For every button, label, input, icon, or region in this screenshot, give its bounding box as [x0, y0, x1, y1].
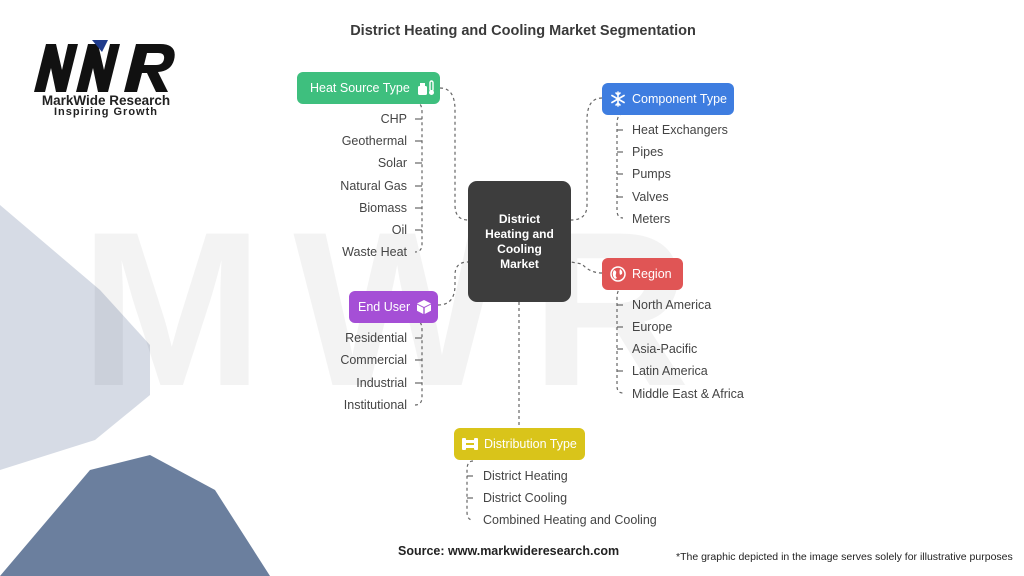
brand-name: MarkWide Research [41, 93, 171, 108]
heat-source-item-chp: CHP [380, 112, 407, 126]
center-line-3: Cooling [497, 241, 542, 256]
component-item-pumps: Pumps [632, 167, 671, 181]
category-component: Component Type [602, 83, 734, 115]
heat-source-item-biomass: Biomass [359, 201, 407, 215]
distribution-item-district-heating: District Heating [483, 469, 568, 483]
category-region: Region [602, 258, 683, 290]
connector-heat-source [439, 87, 469, 221]
region-item-asia-pacific: Asia-Pacific [632, 342, 698, 356]
bracket-region [616, 287, 624, 394]
distribution-item-district-cooling: District Cooling [483, 491, 568, 505]
disclaimer-note: *The graphic depicted in the image serve… [676, 551, 1013, 563]
brand-tagline: Inspiring Growth [54, 106, 158, 118]
connector-region [570, 261, 603, 274]
center-line-1: District [498, 211, 541, 226]
component-item-meters: Meters [632, 212, 671, 226]
source-note: Source: www.markwideresearch.com [398, 544, 620, 558]
heat-source-item-natural-gas: Natural Gas [340, 179, 407, 193]
background-shape-dark [0, 455, 270, 576]
connector-component [570, 97, 603, 221]
category-heat-source: Heat Source Type [297, 72, 440, 104]
center-line-4: Market [500, 256, 539, 271]
category-distribution-label: Distribution Type [484, 437, 577, 451]
component-item-heat-exchangers: Heat Exchangers [632, 123, 728, 137]
category-end-user: End User [349, 291, 438, 323]
heat-source-item-oil: Oil [391, 223, 407, 237]
box-icon [416, 299, 432, 315]
component-item-valves: Valves [632, 190, 669, 204]
heat-source-item-geothermal: Geothermal [341, 134, 407, 148]
region-item-middle-east-africa: Middle East & Africa [632, 387, 744, 401]
brand-logo [34, 40, 175, 92]
category-component-label: Component Type [632, 92, 727, 106]
bracket-distribution [466, 460, 474, 521]
center-node: District Heating and Cooling Market [468, 181, 571, 302]
heat-source-item-waste-heat: Waste Heat [342, 245, 407, 259]
thermometer-icon [417, 80, 437, 96]
heat-source-item-solar: Solar [377, 156, 407, 170]
background-shape-light [0, 205, 150, 470]
category-region-label: Region [632, 267, 672, 281]
region-item-europe: Europe [632, 320, 673, 334]
bracket-heat-source [414, 101, 423, 253]
end-user-item-institutional: Institutional [343, 398, 407, 412]
bracket-component [616, 113, 624, 219]
distribution-item-combined: Combined Heating and Cooling [483, 513, 657, 527]
category-heat-source-label: Heat Source Type [310, 81, 410, 95]
center-line-2: Heating and [485, 226, 554, 241]
globe-icon [610, 266, 626, 282]
diagram-title: District Heating and Cooling Market Segm… [350, 23, 696, 39]
end-user-item-residential: Residential [345, 331, 407, 345]
region-item-latin-america: Latin America [632, 364, 708, 378]
end-user-item-industrial: Industrial [356, 376, 407, 390]
snowflake-icon [610, 91, 626, 107]
category-end-user-label: End User [358, 300, 411, 314]
component-item-pipes: Pipes [632, 145, 664, 159]
category-distribution: Distribution Type [454, 428, 585, 460]
end-user-item-commercial: Commercial [340, 353, 407, 367]
region-item-north-america: North America [632, 298, 712, 312]
pipeline-icon [461, 436, 479, 452]
